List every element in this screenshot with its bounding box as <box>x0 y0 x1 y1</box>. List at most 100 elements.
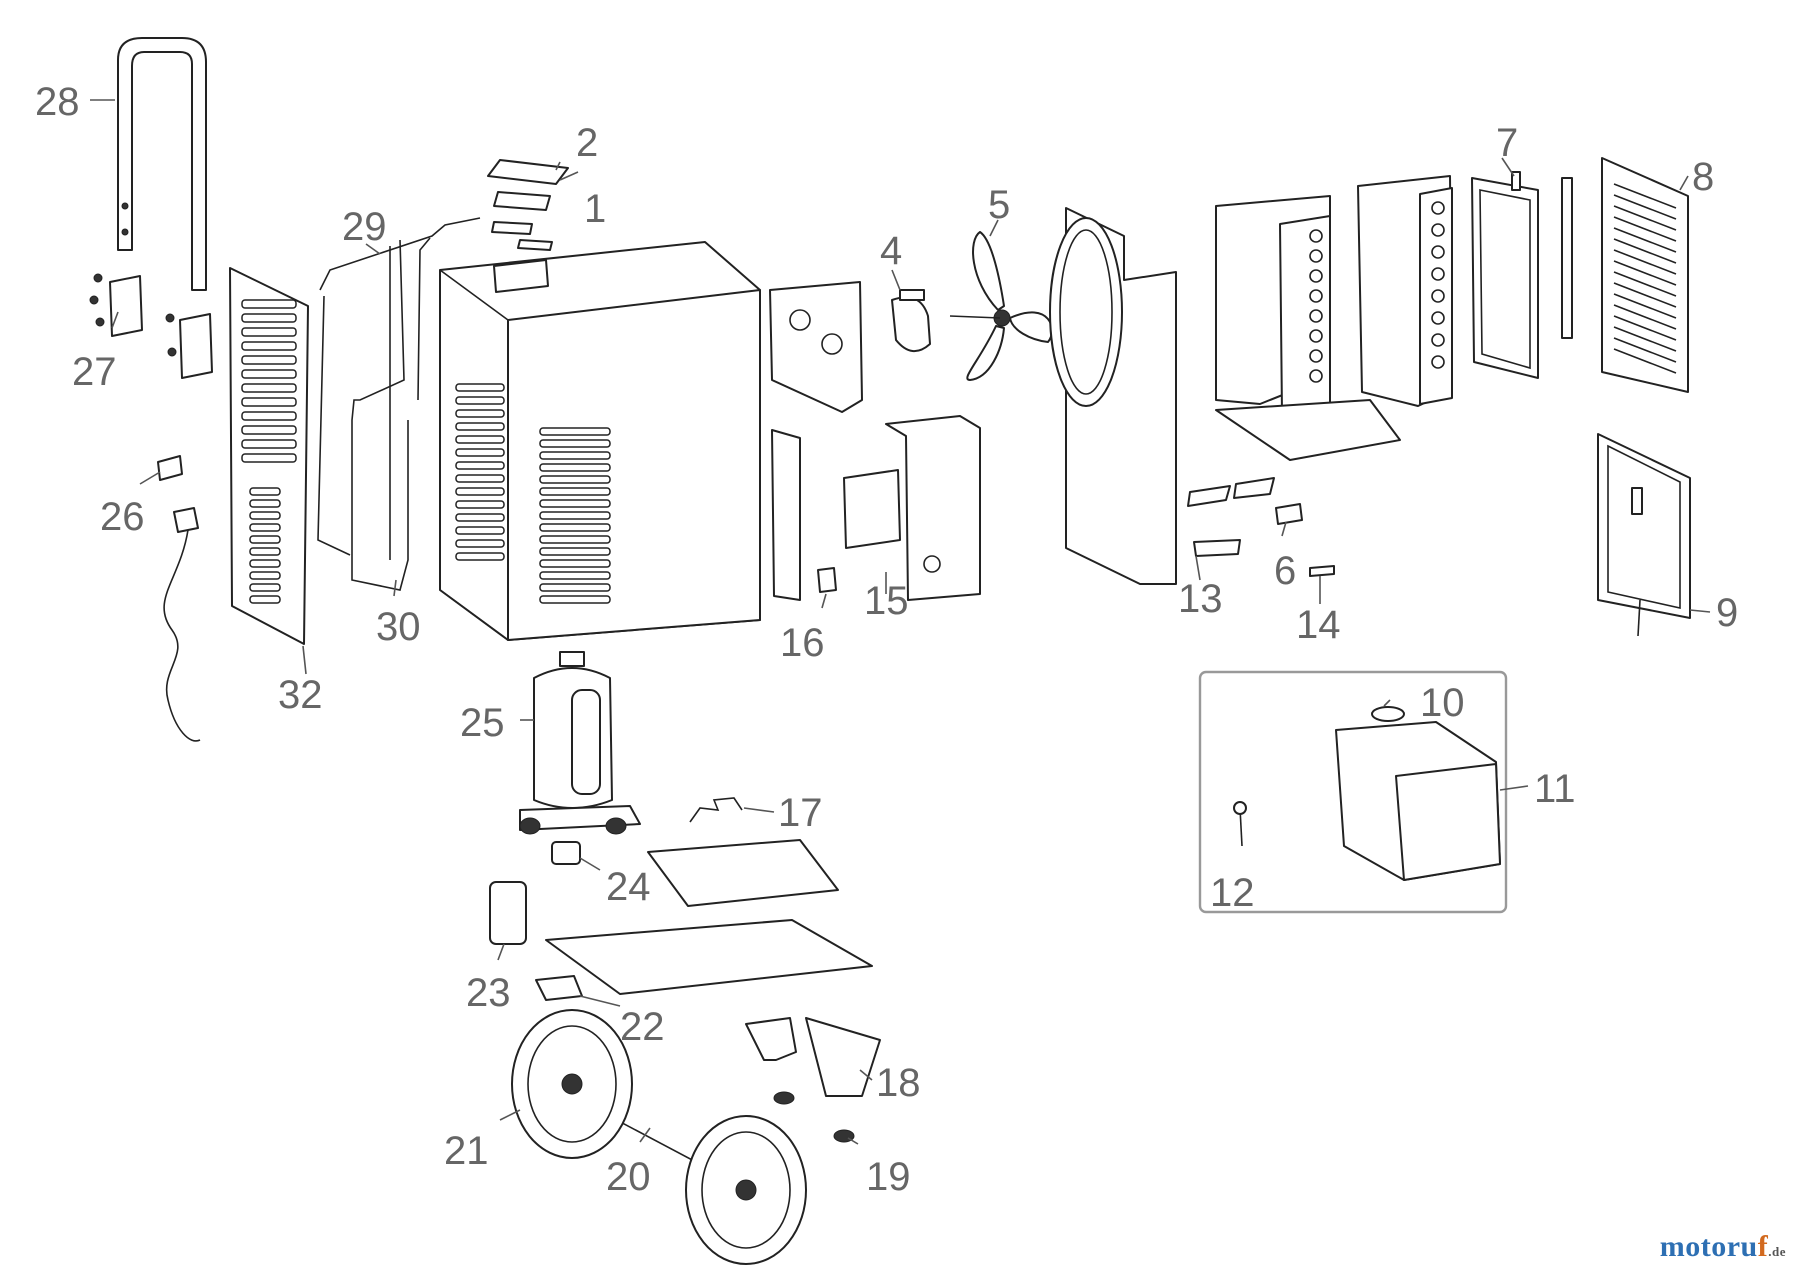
part-handle-brackets <box>89 273 213 379</box>
louver-slot <box>241 453 297 463</box>
callout-20: 20 <box>606 1155 651 1199</box>
coil-loop <box>1309 369 1323 383</box>
watermark-tld: .de <box>1768 1244 1786 1259</box>
louver-slot <box>241 439 297 449</box>
louver-slot <box>455 539 505 548</box>
grill-bar <box>1613 260 1677 286</box>
coil-loop <box>1431 289 1445 303</box>
callout-19: 19 <box>866 1155 911 1199</box>
grill-bar <box>1613 238 1677 264</box>
part-capacitor <box>489 881 527 945</box>
louver-slot <box>241 355 297 365</box>
louver-slot <box>539 571 611 580</box>
louver-slot <box>455 526 505 535</box>
louver-slot <box>249 571 281 580</box>
grill-bar <box>1613 337 1677 363</box>
louver-slot <box>455 383 505 392</box>
callout-leader-lines <box>90 99 1711 1145</box>
louver-slot <box>241 411 297 421</box>
louver-slot <box>455 409 505 418</box>
louver-slot <box>539 523 611 532</box>
louver-slot <box>241 425 297 435</box>
louver-slot <box>539 583 611 592</box>
coil-loop <box>1309 289 1323 303</box>
louver-slot <box>455 552 505 561</box>
grill-bar <box>1613 348 1677 374</box>
louver-slot <box>539 463 611 472</box>
coil-loop <box>1309 249 1323 263</box>
part-main-housing <box>439 241 761 641</box>
callout-23: 23 <box>466 971 511 1015</box>
part-front-grill <box>1601 157 1689 393</box>
part-cord-clip-and-power-cord <box>157 455 201 742</box>
callout-18: 18 <box>876 1061 921 1105</box>
grill-bar <box>1613 205 1677 231</box>
coil-loop <box>1431 333 1445 347</box>
callout-28: 28 <box>35 80 80 124</box>
part-small-brackets <box>1187 477 1335 577</box>
callout-13: 13 <box>1178 577 1223 621</box>
coil-loop <box>1431 267 1445 281</box>
louver-slot <box>455 435 505 444</box>
part-electrical-box <box>771 415 981 601</box>
louver-slot <box>241 397 297 407</box>
callout-6: 6 <box>1274 549 1296 593</box>
louver-slot <box>241 313 297 323</box>
coil-loop <box>1309 229 1323 243</box>
louver-slot <box>249 595 281 604</box>
callout-16: 16 <box>780 621 825 665</box>
callout-17: 17 <box>778 791 823 835</box>
callout-4: 4 <box>880 229 902 273</box>
grill-bar <box>1613 282 1677 308</box>
callout-10: 10 <box>1420 681 1465 725</box>
louver-slot <box>539 439 611 448</box>
callout-9: 9 <box>1716 591 1738 635</box>
louver-slot <box>455 461 505 470</box>
coil-loop <box>1431 245 1445 259</box>
grill-bar <box>1613 216 1677 242</box>
callout-21: 21 <box>444 1129 489 1173</box>
louver-slot <box>249 583 281 592</box>
grill-bar <box>1613 271 1677 297</box>
callout-32: 32 <box>278 673 323 717</box>
louver-slot <box>249 523 281 532</box>
louver-slot <box>539 511 611 520</box>
callout-24: 24 <box>606 865 651 909</box>
louver-slot <box>455 396 505 405</box>
callout-2: 2 <box>576 121 598 165</box>
louver-slot <box>539 547 611 556</box>
grill-bar <box>1613 293 1677 319</box>
callout-8: 8 <box>1692 155 1714 199</box>
watermark-main: motoru <box>1659 1230 1758 1263</box>
louver-slot <box>539 427 611 436</box>
coil-loop <box>1431 355 1445 369</box>
part-tube-clip <box>689 797 743 823</box>
watermark-end: f <box>1757 1230 1769 1263</box>
louver-slot <box>539 487 611 496</box>
grill-bar <box>1613 183 1677 209</box>
louver-slot <box>539 535 611 544</box>
louver-slot <box>455 500 505 509</box>
part-base-tray <box>535 919 873 1001</box>
part-wheels-and-axle <box>511 1009 807 1265</box>
louver-slot <box>241 327 297 337</box>
louver-slot <box>249 547 281 556</box>
callout-29: 29 <box>342 205 387 249</box>
part-water-tank-group <box>1198 670 1508 914</box>
part-mounting-plate <box>647 839 839 907</box>
callout-30: 30 <box>376 605 421 649</box>
louver-slot <box>241 369 297 379</box>
louver-slot <box>539 559 611 568</box>
callout-26: 26 <box>100 495 145 539</box>
callout-5: 5 <box>988 183 1010 227</box>
louver-slot <box>249 499 281 508</box>
part-control-board <box>487 159 569 251</box>
callout-12: 12 <box>1210 871 1255 915</box>
louver-slot <box>241 341 297 351</box>
louver-slot <box>539 451 611 460</box>
callout-1: 1 <box>584 187 606 231</box>
part-filter-panel <box>1597 433 1691 637</box>
louver-slot <box>249 535 281 544</box>
